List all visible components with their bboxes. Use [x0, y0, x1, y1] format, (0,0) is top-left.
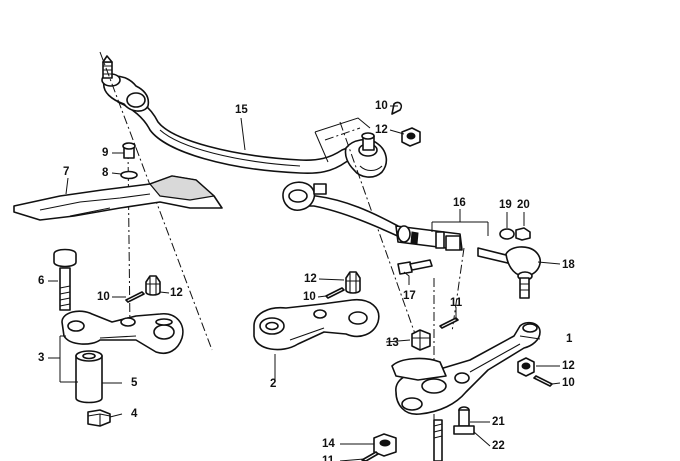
tie-rod-end-18	[477, 246, 541, 299]
nut-19	[499, 228, 515, 240]
leader-lines	[48, 105, 561, 461]
callout-10: 10	[97, 291, 110, 303]
callout-11: 11	[322, 455, 335, 461]
cotter-pin-10-pitman	[325, 287, 345, 299]
bolt-17	[397, 259, 433, 275]
cotter-pin-10-top	[391, 101, 403, 115]
callout-12: 12	[375, 124, 388, 136]
adjuster-sleeve-16	[395, 225, 463, 251]
callout-10: 10	[375, 100, 388, 112]
callout-9: 9	[102, 147, 109, 159]
nut-4	[87, 409, 111, 427]
callout-12: 12	[304, 273, 317, 285]
callout-3: 3	[38, 352, 45, 364]
idler-arm	[61, 310, 184, 354]
cotter-pin-11-bottom	[361, 451, 379, 461]
castle-nut-13	[411, 329, 431, 351]
callout-17: 17	[403, 290, 416, 302]
callout-1: 1	[566, 333, 573, 345]
callout-14: 14	[322, 438, 335, 450]
callout-6: 6	[38, 275, 45, 287]
callout-8: 8	[102, 167, 109, 179]
washer-8	[120, 170, 138, 180]
callout-5: 5	[131, 377, 138, 389]
shield-plate	[13, 175, 223, 221]
callout-15: 15	[235, 104, 248, 116]
castle-nut-12-pitman	[345, 271, 361, 294]
bolt-21	[453, 406, 475, 435]
castle-nut-12-arm	[517, 357, 535, 377]
callout-20: 20	[517, 199, 530, 211]
callout-4: 4	[131, 408, 138, 420]
long-bolt-6	[53, 248, 77, 311]
cotter-pin-11-top	[439, 317, 459, 329]
callout-12: 12	[562, 360, 575, 372]
callout-10: 10	[562, 377, 575, 389]
callout-19: 19	[499, 199, 512, 211]
castle-nut-12-top	[401, 127, 421, 147]
callout-2: 2	[270, 378, 277, 390]
callout-16: 16	[453, 197, 466, 209]
nut-14	[373, 433, 397, 457]
bushing-5	[75, 350, 103, 404]
callout-22: 22	[492, 440, 505, 452]
callout-11: 11	[450, 297, 463, 309]
outer-tie-rod	[282, 181, 403, 239]
cotter-pin-10-left	[125, 291, 145, 303]
stud-22	[433, 419, 443, 461]
tie-rod-ball-joint-left	[101, 55, 150, 112]
bracket-box	[314, 117, 371, 163]
callout-18: 18	[562, 259, 575, 271]
callout-7: 7	[63, 166, 70, 178]
callout-21: 21	[492, 416, 505, 428]
callout-13: 13	[386, 337, 399, 349]
nut-20	[515, 227, 531, 241]
pitman-arm	[253, 298, 380, 351]
castle-nut-12-left	[145, 275, 161, 296]
callout-12: 12	[170, 287, 183, 299]
bolt-9	[122, 142, 136, 159]
callout-10: 10	[303, 291, 316, 303]
cotter-pin-10-arm	[533, 375, 553, 387]
tie-rod-ball-joint-right	[344, 132, 388, 178]
steering-arm	[391, 321, 541, 415]
